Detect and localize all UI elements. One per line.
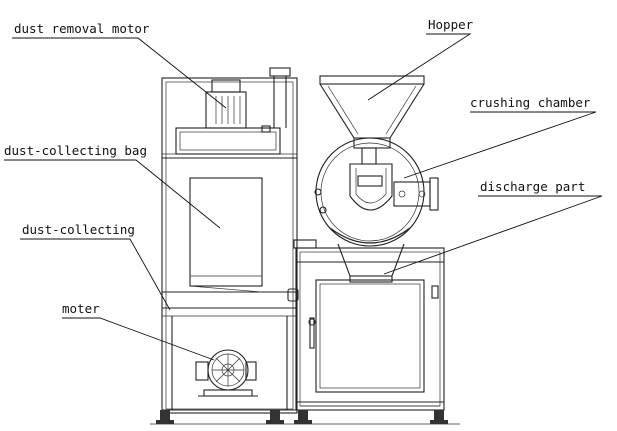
cabinet-feet: [156, 410, 284, 424]
leader-lines: [4, 33, 603, 361]
crusher-base-cabinet: [293, 239, 445, 411]
dust-collecting-bag: [189, 177, 263, 293]
lower-motor: [195, 349, 258, 397]
label-dust-collecting: dust-collecting: [22, 222, 135, 237]
label-dust-collecting-bag: dust-collecting bag: [4, 143, 147, 158]
label-discharge-part: discharge part: [480, 179, 585, 194]
label-dust-removal-motor: dust removal motor: [14, 21, 150, 36]
discharge-part: [337, 243, 405, 283]
label-moter: moter: [62, 301, 100, 316]
hopper: [319, 75, 425, 149]
label-crushing-chamber: crushing chamber: [470, 95, 591, 110]
dust-removal-motor: [175, 67, 291, 155]
crusher-feet: [294, 410, 448, 424]
crushing-chamber: [314, 137, 439, 247]
label-hopper: Hopper: [428, 17, 474, 32]
